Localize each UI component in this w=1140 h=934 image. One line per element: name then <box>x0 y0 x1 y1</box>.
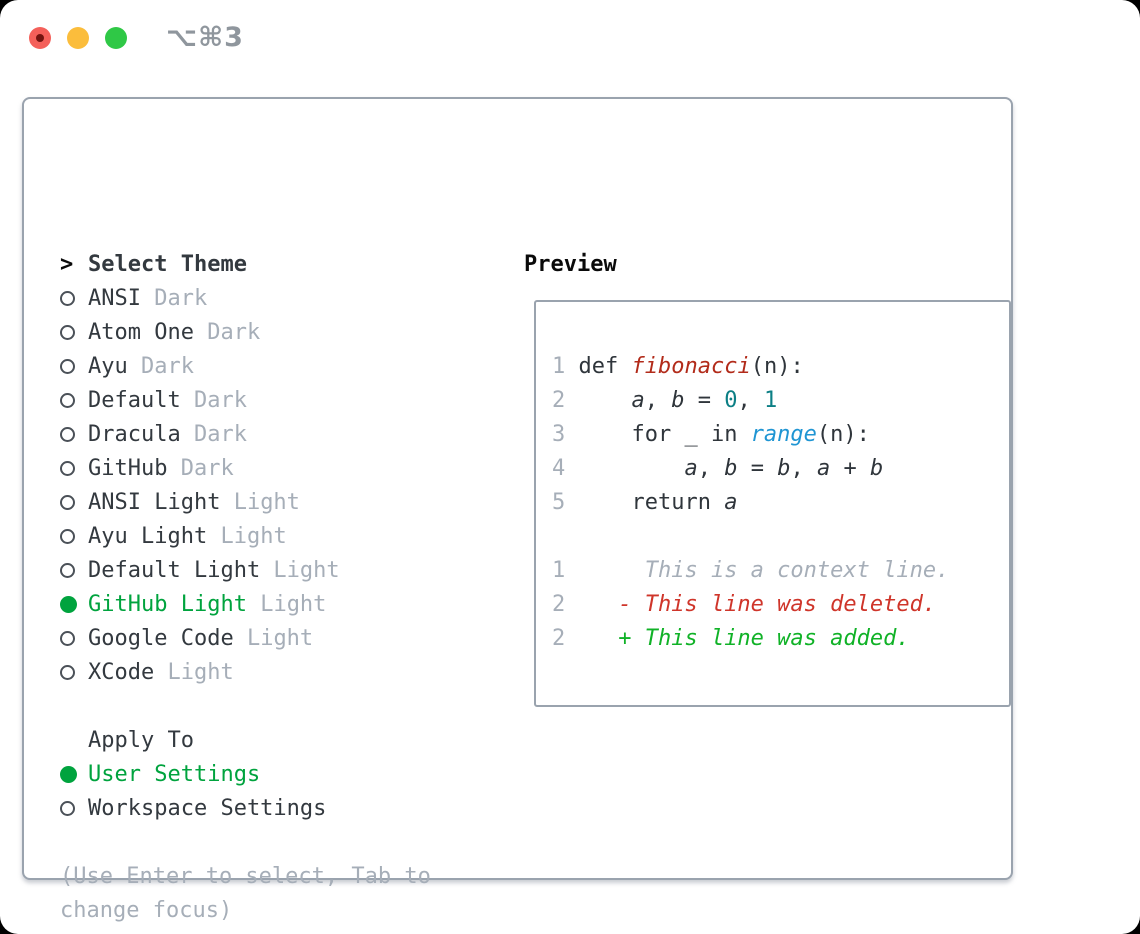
variant-label: Dark <box>167 455 234 481</box>
variant-label: Light <box>246 591 327 617</box>
option-label: Default Dark <box>88 387 247 413</box>
option-label: Workspace Settings <box>88 795 327 821</box>
option-atom-one[interactable]: Atom One Dark <box>60 315 510 349</box>
radio-icon <box>60 630 75 646</box>
zoom-button[interactable] <box>105 27 127 49</box>
radio-icon <box>60 562 75 578</box>
window-title: ⌥⌘3 <box>166 22 244 53</box>
option-google-code[interactable]: Google Code Light <box>60 621 510 655</box>
option-label: GitHub Light Light <box>88 591 327 617</box>
option-label: Dracula Dark <box>88 421 247 447</box>
diff-deleted-line: 2 - This line was deleted. <box>552 592 937 617</box>
radio-icon <box>60 460 75 476</box>
option-label: User Settings <box>88 761 261 787</box>
blank-line <box>552 520 1009 554</box>
option-default-light[interactable]: Default Light Light <box>60 553 510 587</box>
variant-label: Light <box>207 523 287 549</box>
titlebar: ⌥⌘3 <box>0 0 1140 75</box>
code-line: 4 a, b = b, a + b <box>552 456 884 481</box>
radio-icon <box>60 426 75 442</box>
option-label: Ayu Light Light <box>88 523 287 549</box>
variant-label: Light <box>233 625 314 651</box>
code-line: 5 return a <box>552 490 738 515</box>
spacer <box>60 825 510 859</box>
prompt-caret-icon: > <box>60 251 74 277</box>
option-label: Ayu Dark <box>88 353 194 379</box>
option-ansi[interactable]: ANSI Dark <box>60 281 510 315</box>
radio-icon <box>60 290 75 306</box>
variant-label: Dark <box>140 285 208 311</box>
option-label: XCode Light <box>88 659 234 685</box>
option-ayu-light[interactable]: Ayu Light Light <box>60 519 510 553</box>
radio-icon <box>60 528 75 544</box>
preview-box: 1 def fibonacci(n): 2 a, b = 0, 1 3 for _ … <box>534 300 1011 707</box>
variant-label: Dark <box>180 387 247 413</box>
option-label: Default Light Light <box>88 557 340 583</box>
variant-label: Dark <box>193 319 261 345</box>
radio-icon <box>60 494 75 510</box>
option-ansi-light[interactable]: ANSI Light Light <box>60 485 510 519</box>
variant-label: Dark <box>180 421 247 447</box>
variant-label: Light <box>220 489 300 515</box>
option-workspace-settings[interactable]: Workspace Settings <box>60 791 510 825</box>
unsaved-dot-icon <box>36 34 44 42</box>
help-line-1: (Use Enter to select, Tab to <box>60 863 431 889</box>
option-label: GitHub Dark <box>88 455 234 481</box>
option-label: ANSI Dark <box>88 285 208 311</box>
option-default[interactable]: Default Dark <box>60 383 510 417</box>
variant-label: Light <box>154 659 234 685</box>
code-line: 3 for _ in range(n): <box>552 422 870 447</box>
code-line: 2 a, b = 0, 1 <box>552 388 778 413</box>
radio-icon <box>60 324 75 340</box>
radio-selected-icon <box>60 595 77 613</box>
option-github[interactable]: GitHub Dark <box>60 451 510 485</box>
option-ayu[interactable]: Ayu Dark <box>60 349 510 383</box>
option-label: Google Code Light <box>88 625 314 651</box>
select-theme-header: > Select Theme <box>60 247 510 281</box>
radio-icon <box>60 664 75 680</box>
option-label: ANSI Light Light <box>88 489 300 515</box>
preview-title: Preview <box>524 251 617 277</box>
apply-to-title: Apply To <box>88 727 194 753</box>
apply-to-header: Apply To <box>60 723 510 757</box>
option-label: Atom One Dark <box>88 319 261 345</box>
help-text: (Use Enter to select, Tab to change focu… <box>60 859 510 927</box>
help-line-2: change focus) <box>60 897 233 923</box>
option-dracula[interactable]: Dracula Dark <box>60 417 510 451</box>
radio-icon <box>60 358 75 374</box>
minimize-button[interactable] <box>67 27 89 49</box>
option-xcode[interactable]: XCode Light <box>60 655 510 689</box>
radio-icon <box>60 392 75 408</box>
spacer <box>60 689 510 723</box>
close-button[interactable] <box>29 27 51 49</box>
radio-icon <box>60 800 75 816</box>
select-theme-title: Select Theme <box>88 251 247 277</box>
option-user-settings[interactable]: User Settings <box>60 757 510 791</box>
diff-context-line: 1 This is a context line. <box>552 558 950 583</box>
option-github-light[interactable]: GitHub Light Light <box>60 587 510 621</box>
diff-added-line: 2 + This line was added. <box>552 626 910 651</box>
radio-selected-icon <box>60 765 77 783</box>
variant-label: Light <box>260 557 340 583</box>
code-line: 1 def fibonacci(n): <box>552 354 804 379</box>
variant-label: Dark <box>127 353 194 379</box>
